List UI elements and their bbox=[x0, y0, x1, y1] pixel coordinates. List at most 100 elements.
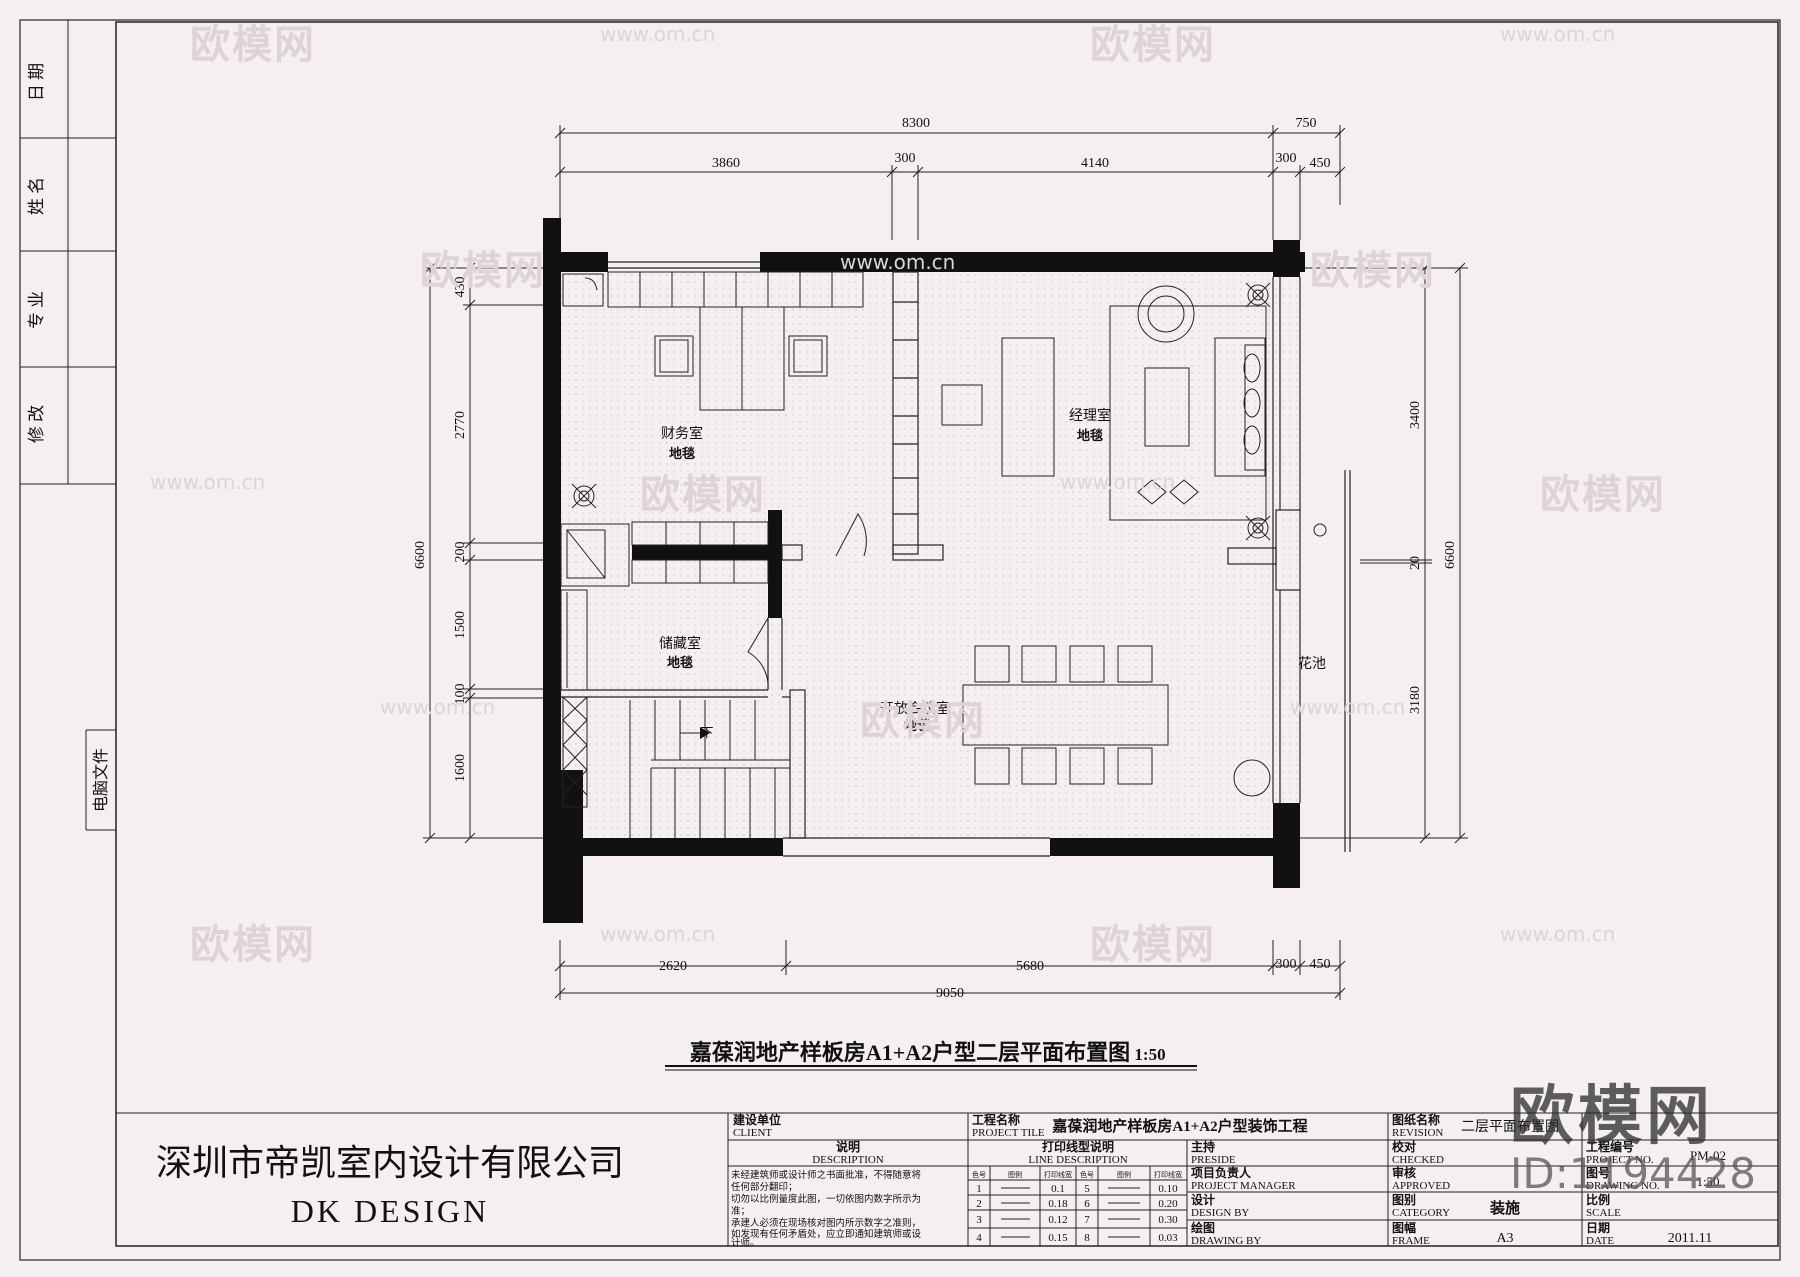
line-row-4-w2: 0.03 bbox=[1158, 1232, 1178, 1244]
project-name: 嘉葆润地产样板房A1+A2户型装饰工程 bbox=[1051, 1117, 1307, 1135]
flower-bed-label: 花池 bbox=[1298, 656, 1326, 672]
drawing-label-cn: 绘图 bbox=[1191, 1220, 1215, 1235]
note-line-7: 计师。 bbox=[731, 1237, 760, 1249]
line-row-3-w2: 0.30 bbox=[1158, 1214, 1178, 1226]
room-floor-finance: 地毯 bbox=[669, 446, 695, 461]
project-no-label-en: PROJECT NO. bbox=[1586, 1154, 1654, 1166]
line-header-3: 打印线宽 bbox=[1044, 1170, 1072, 1179]
dim-bottom-part-4: 450 bbox=[1310, 957, 1331, 972]
preside-label-en: PRESIDE bbox=[1191, 1154, 1236, 1166]
room-labels: 财务室 地毯 经理室 地毯 储藏室 地毯 开放会议室 地毯 花池 下 bbox=[659, 407, 1326, 740]
dim-top-total-2: 750 bbox=[1296, 116, 1317, 131]
line-desc-label-en: LINE DESCRIPTION bbox=[1028, 1154, 1127, 1166]
desc-label-cn: 说明 bbox=[836, 1139, 860, 1154]
dim-bottom-part-3: 300 bbox=[1276, 957, 1297, 972]
scale-label-en: SCALE bbox=[1586, 1207, 1621, 1219]
dim-right-total: 6600 bbox=[1443, 541, 1458, 569]
dim-bottom-part-2: 5680 bbox=[1016, 959, 1044, 974]
line-row-3-no: 3 bbox=[976, 1214, 982, 1226]
title-block-grid bbox=[116, 1112, 1778, 1246]
dim-top-total: 8300 bbox=[902, 116, 930, 131]
approved-label-en: APPROVED bbox=[1392, 1180, 1450, 1192]
line-header-1: 色号 bbox=[972, 1170, 986, 1179]
walls bbox=[543, 218, 1305, 923]
watermark-stamp-logo: 欧模网 bbox=[1510, 1080, 1714, 1154]
client-label-cn: 建设单位 bbox=[732, 1112, 781, 1127]
sidebar-revision: 修 改 bbox=[27, 405, 46, 443]
room-name-finance: 财务室 bbox=[661, 425, 703, 442]
dim-left-total: 6600 bbox=[413, 541, 428, 569]
line-row-1-no2: 5 bbox=[1084, 1183, 1090, 1195]
dim-top-part-1: 3860 bbox=[712, 156, 740, 171]
note-line-6: 如发现有任何矛盾处，应立即通知建筑师或设 bbox=[731, 1228, 922, 1240]
dim-top-part-3: 4140 bbox=[1081, 156, 1109, 171]
date-value: 2011.11 bbox=[1668, 1231, 1712, 1246]
line-desc-label-cn: 打印线型说明 bbox=[1042, 1139, 1114, 1154]
line-row-4-no: 4 bbox=[976, 1232, 982, 1244]
drawing-title: 嘉葆润地产样板房A1+A2户型二层平面布置图 bbox=[690, 1040, 1130, 1065]
inner-frame bbox=[115, 21, 1779, 1247]
category-value: 装施 bbox=[1489, 1199, 1520, 1217]
company-name-en: DK DESIGN bbox=[291, 1193, 490, 1229]
manager-room-furniture bbox=[941, 282, 1327, 541]
sidebar-file-label: 电脑文件 bbox=[92, 748, 110, 812]
room-name-manager: 经理室 bbox=[1069, 407, 1111, 424]
dim-left-part-5: 100 bbox=[453, 684, 468, 705]
dim-right-part-3: 3180 bbox=[1408, 686, 1423, 714]
revision-value: 二层平面布置图 bbox=[1461, 1119, 1559, 1135]
dim-top-part-2: 300 bbox=[895, 151, 916, 166]
drawing-scale: 1:50 bbox=[1134, 1045, 1165, 1064]
stair-arrow-icon bbox=[700, 727, 710, 739]
room-floor-manager: 地毯 bbox=[1077, 428, 1103, 443]
dim-left-part-2: 2770 bbox=[453, 411, 468, 439]
watermark-stamp-id: ID:1194428 bbox=[1510, 1149, 1756, 1198]
project-title-label-en: PROJECT TILE bbox=[972, 1127, 1045, 1139]
room-name-meeting: 开放会议室 bbox=[880, 700, 950, 717]
revision-sidebar bbox=[19, 20, 116, 831]
finance-room-furniture bbox=[560, 271, 867, 587]
frame-value: A3 bbox=[1496, 1231, 1513, 1246]
note-line-1: 未经建筑师或设计师之书面批准，不得随意将 bbox=[731, 1169, 922, 1181]
pm-label-en: PROJECT MANAGER bbox=[1191, 1180, 1296, 1192]
checked-label-en: CHECKED bbox=[1392, 1154, 1444, 1166]
scale-value: 1:50 bbox=[1696, 1174, 1719, 1189]
dim-right-part-1: 3400 bbox=[1408, 401, 1423, 429]
note-line-5: 承建人必须在现场核对图内所示数字之准则， bbox=[731, 1217, 921, 1229]
meeting-room-furniture bbox=[560, 589, 1271, 838]
dim-left-part-6: 1600 bbox=[453, 754, 468, 782]
room-floor-meeting: 地毯 bbox=[904, 718, 930, 733]
design-label-cn: 设计 bbox=[1191, 1192, 1215, 1207]
line-row-2-no: 2 bbox=[976, 1198, 982, 1210]
watermark-stamp: 欧模网 ID:1194428 bbox=[1510, 1085, 1756, 1199]
drawing-no-value: PM-02 bbox=[1690, 1148, 1726, 1163]
preside-label-cn: 主持 bbox=[1191, 1139, 1215, 1154]
wall-outlines bbox=[561, 261, 1351, 857]
checked-label-cn: 校对 bbox=[1392, 1139, 1416, 1154]
dim-left-part-3: 200 bbox=[453, 542, 468, 563]
line-header-4: 色号 bbox=[1080, 1170, 1094, 1179]
design-label-en: DESIGN BY bbox=[1191, 1207, 1249, 1219]
line-row-3-no2: 7 bbox=[1084, 1214, 1090, 1226]
sidebar-discipline: 专 业 bbox=[27, 291, 46, 329]
title-block-text: 建设单位 CLIENT 说明 DESCRIPTION 未经建筑师或设计师之书面批… bbox=[731, 1112, 1726, 1249]
sidebar-name: 姓 名 bbox=[27, 177, 46, 215]
project-title-label-cn: 工程名称 bbox=[972, 1112, 1020, 1127]
dimension-lines bbox=[423, 125, 1468, 1000]
category-label-cn: 图别 bbox=[1392, 1193, 1416, 1207]
sidebar-date: 日 期 bbox=[27, 63, 46, 101]
line-row-4-w: 0.15 bbox=[1048, 1232, 1068, 1244]
outer-frame bbox=[19, 19, 1781, 1261]
dim-left-part-4: 1500 bbox=[453, 611, 468, 639]
dim-bottom-part-1: 2620 bbox=[659, 959, 687, 974]
project-no-label-cn: 工程编号 bbox=[1586, 1139, 1634, 1154]
line-row-4-no2: 8 bbox=[1084, 1232, 1090, 1244]
category-label-en: CATEGORY bbox=[1392, 1207, 1450, 1219]
room-name-storage: 储藏室 bbox=[659, 635, 701, 652]
date-label-cn: 日期 bbox=[1586, 1220, 1610, 1235]
drawing-label-en: DRAWING BY bbox=[1191, 1235, 1261, 1247]
line-row-2-no2: 6 bbox=[1084, 1198, 1090, 1210]
dim-left-part-1: 430 bbox=[453, 277, 468, 298]
line-row-3-w: 0.12 bbox=[1048, 1214, 1067, 1226]
date-label-en: DATE bbox=[1586, 1235, 1614, 1247]
